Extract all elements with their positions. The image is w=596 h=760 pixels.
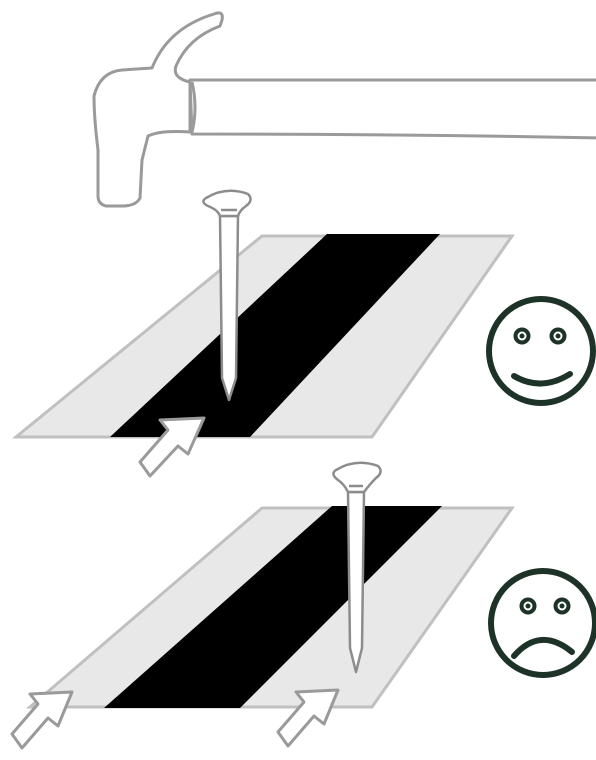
hammer-icon	[92, 11, 596, 208]
outline-arrow-icon	[10, 690, 74, 750]
frowny-icon	[488, 568, 596, 678]
smiley-icon	[486, 296, 596, 406]
outline-arrow-icon	[138, 416, 206, 478]
panel-good	[11, 234, 515, 439]
panel-good-black-strip	[110, 234, 440, 437]
nail-icon	[202, 189, 252, 402]
nail-icon	[332, 461, 382, 674]
panel-bad	[25, 506, 515, 709]
outline-arrow-icon	[276, 688, 340, 748]
